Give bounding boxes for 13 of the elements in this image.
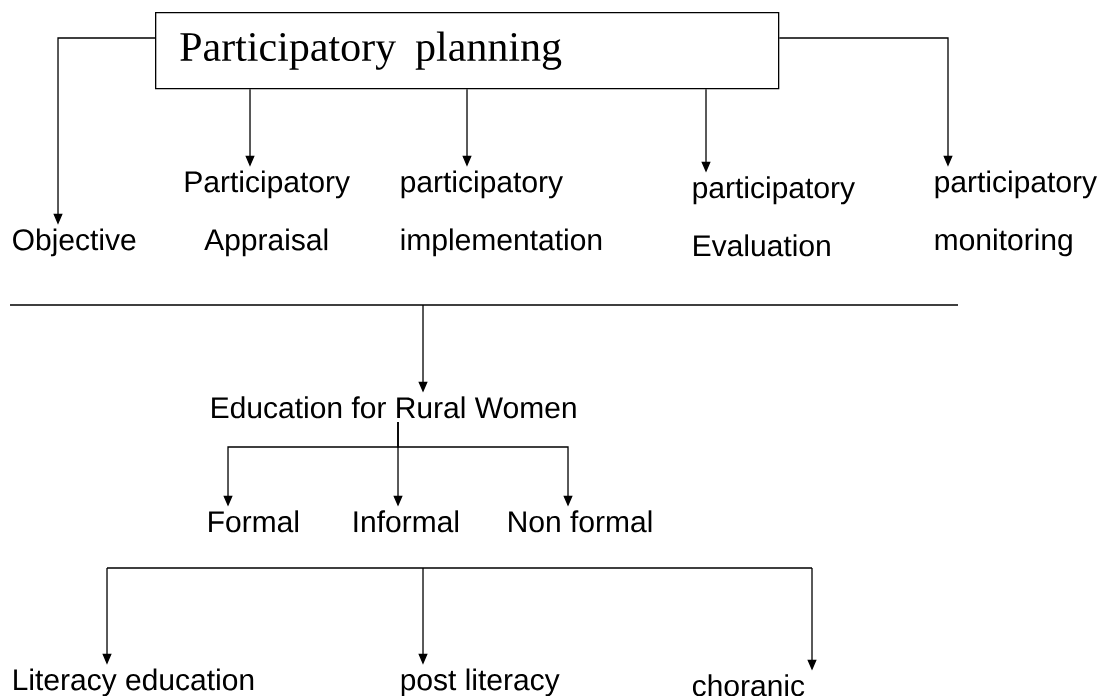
category-label: Informal [354, 510, 458, 533]
item-label: Objective [13, 228, 136, 257]
item-label: post literacy [401, 668, 560, 696]
category-label: Formal [209, 510, 298, 533]
heading-label: Education for Rural Women [212, 396, 576, 419]
item-label: choranic [692, 674, 805, 696]
item-label: participatory implementation [401, 170, 602, 257]
item-label: Participatory Appraisal [185, 170, 350, 257]
title-box: Participatory planning [155, 12, 780, 90]
category-label: Non formal [509, 510, 652, 533]
item-label: participatory Evaluation [693, 176, 855, 257]
item-label: Literacy education [14, 668, 254, 696]
item-label: participatory monitoring [935, 170, 1097, 257]
